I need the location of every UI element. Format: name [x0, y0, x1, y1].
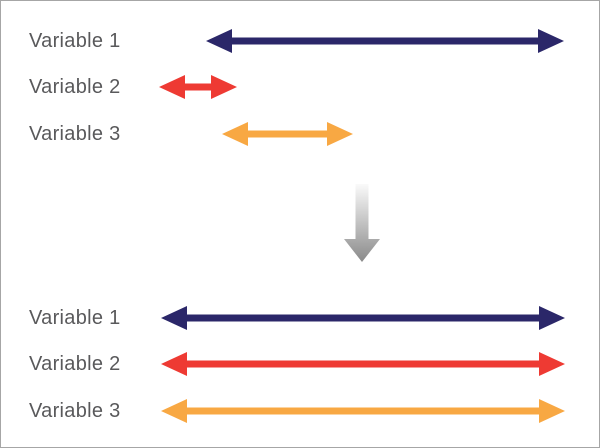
variable-2-label-before: Variable 2 — [29, 76, 121, 98]
variable-3-label-after: Variable 3 — [29, 400, 121, 422]
variable-1-label-before: Variable 1 — [29, 30, 121, 52]
before-variable-2-range-arrow — [159, 75, 237, 99]
before-variable-1-range-arrow — [206, 29, 564, 53]
variable-2-label-after: Variable 2 — [29, 353, 121, 375]
variable-1-label-after: Variable 1 — [29, 307, 121, 329]
after-variable-3-range-arrow — [161, 399, 565, 423]
variable-3-label-before: Variable 3 — [29, 123, 121, 145]
transformation-down-arrow — [344, 184, 380, 262]
before-variable-3-range-arrow — [222, 122, 353, 146]
after-variable-1-range-arrow — [161, 306, 565, 330]
after-variable-2-range-arrow — [161, 352, 565, 376]
